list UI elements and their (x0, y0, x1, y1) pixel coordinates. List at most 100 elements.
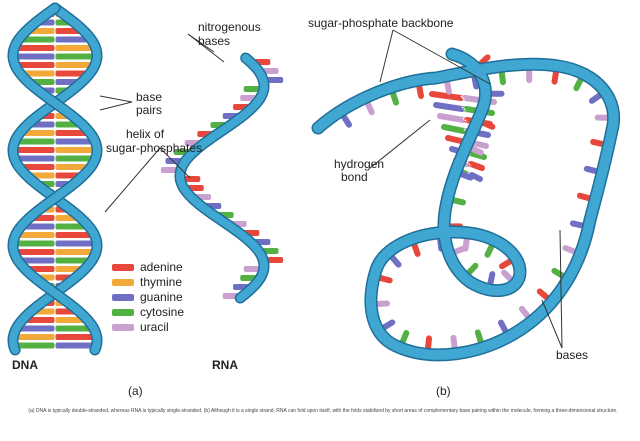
leader-backbone (379, 29, 394, 83)
dna-base (55, 155, 93, 162)
label-bases: bases (556, 348, 588, 362)
dna-base (22, 130, 55, 136)
hydrogen-bond-dash (466, 161, 472, 167)
panel-a-letter: (a) (128, 384, 143, 398)
dna-base (55, 223, 86, 230)
rna-base (184, 176, 201, 182)
legend-swatch-adenine (112, 264, 134, 271)
dna-base (55, 266, 82, 272)
dna-base (55, 147, 94, 153)
dna-base (21, 257, 55, 264)
annotation-leaders (99, 29, 563, 349)
fold-pair-base (433, 102, 465, 112)
dna-base (28, 266, 55, 272)
label-nitrogenous-bases-2: bases (198, 34, 230, 48)
dna-base (17, 45, 55, 51)
dna-base (55, 53, 94, 60)
legend-label-uracil: uracil (140, 320, 169, 334)
dna-base (22, 164, 55, 170)
legend-label-guanine: guanine (140, 290, 183, 304)
dna-base (24, 223, 55, 230)
dna-base (55, 325, 91, 332)
dna-base (21, 36, 55, 43)
dna-base (18, 62, 55, 68)
dna-base (55, 257, 89, 264)
leader-hydrogen-bond (369, 119, 431, 169)
leader-helix (104, 147, 161, 213)
dna-base (55, 334, 94, 340)
leader-base-pairs-2 (99, 101, 133, 111)
hydrogen-bond-dash (462, 117, 468, 123)
dna-title: DNA (12, 358, 38, 372)
label-helix-2: sugar-phosphates (106, 141, 202, 155)
label-helix-1: helix of (126, 127, 165, 141)
dna-base (55, 249, 94, 255)
dna-base (17, 155, 55, 162)
folded-rna-backbone (311, 47, 620, 362)
dna-base (16, 147, 55, 153)
rna-base (240, 95, 257, 101)
rna-strand-ribbon (175, 54, 269, 302)
dna-base (55, 342, 94, 349)
dna-base (18, 232, 55, 238)
dna-strand-2 (8, 4, 102, 354)
legend-swatch-cytosine (112, 309, 134, 316)
legend-swatch-thymine (112, 279, 134, 286)
dna-base (16, 342, 55, 349)
rna-title: RNA (212, 358, 238, 372)
label-hydrogen-bond-1: hydrogen (334, 157, 384, 171)
fold-ribbon (313, 49, 619, 360)
dna-base (55, 36, 89, 43)
rna-base (243, 266, 260, 272)
rna-base (262, 248, 279, 254)
hydrogen-bond-dash (460, 95, 466, 101)
leader-backbone-2 (392, 29, 491, 85)
leader-bases (541, 299, 563, 349)
dna-base (55, 70, 87, 77)
rna-base (243, 86, 260, 92)
dna-base (55, 45, 93, 51)
fold-pair-base (437, 113, 466, 123)
dna-base (16, 240, 55, 247)
legend-label-cytosine: cytosine (140, 305, 184, 319)
dna-base (55, 232, 92, 238)
dna-base (55, 138, 93, 145)
rna-base (262, 68, 279, 74)
rna-single-strand (174, 52, 270, 304)
rna-base (160, 167, 177, 173)
fold-pair-base (468, 161, 485, 171)
dna-base (55, 164, 88, 170)
fold-pair-base (467, 150, 487, 160)
fold-pair-base (469, 172, 483, 182)
rna-base (267, 77, 284, 83)
label-hydrogen-bond-2: bond (341, 170, 368, 184)
leader-nitrogenous-bases-2 (187, 33, 225, 63)
dna-base (55, 130, 88, 136)
dna-double-helix (7, 2, 103, 356)
leader-helix-2 (159, 147, 191, 179)
dna-base (16, 53, 55, 60)
legend-label-thymine: thymine (140, 275, 182, 289)
label-nitrogenous-bases-1: nitrogenous (198, 20, 261, 34)
dna-base (55, 240, 94, 247)
label-base-pairs-2: pairs (136, 103, 162, 117)
dna-base (23, 70, 55, 77)
dna-base (16, 249, 55, 255)
dna-base (16, 334, 55, 340)
dna-base (17, 138, 55, 145)
figure-caption: (a) DNA is typically double-stranded, wh… (28, 408, 618, 414)
rna-base (267, 257, 284, 263)
label-sugar-phosphate-backbone: sugar-phosphate backbone (308, 16, 454, 30)
legend-swatch-uracil (112, 324, 134, 331)
rna-base (187, 185, 204, 191)
panel-b-letter: (b) (436, 384, 451, 398)
fold-pair-base (441, 124, 467, 134)
dna-base (25, 317, 55, 323)
legend-label-adenine: adenine (140, 260, 183, 274)
fold-pair-base (429, 91, 464, 101)
legend-swatch-guanine (112, 294, 134, 301)
leader-base-pairs (99, 95, 133, 103)
dna-base (55, 317, 85, 323)
dna-base (19, 325, 55, 332)
